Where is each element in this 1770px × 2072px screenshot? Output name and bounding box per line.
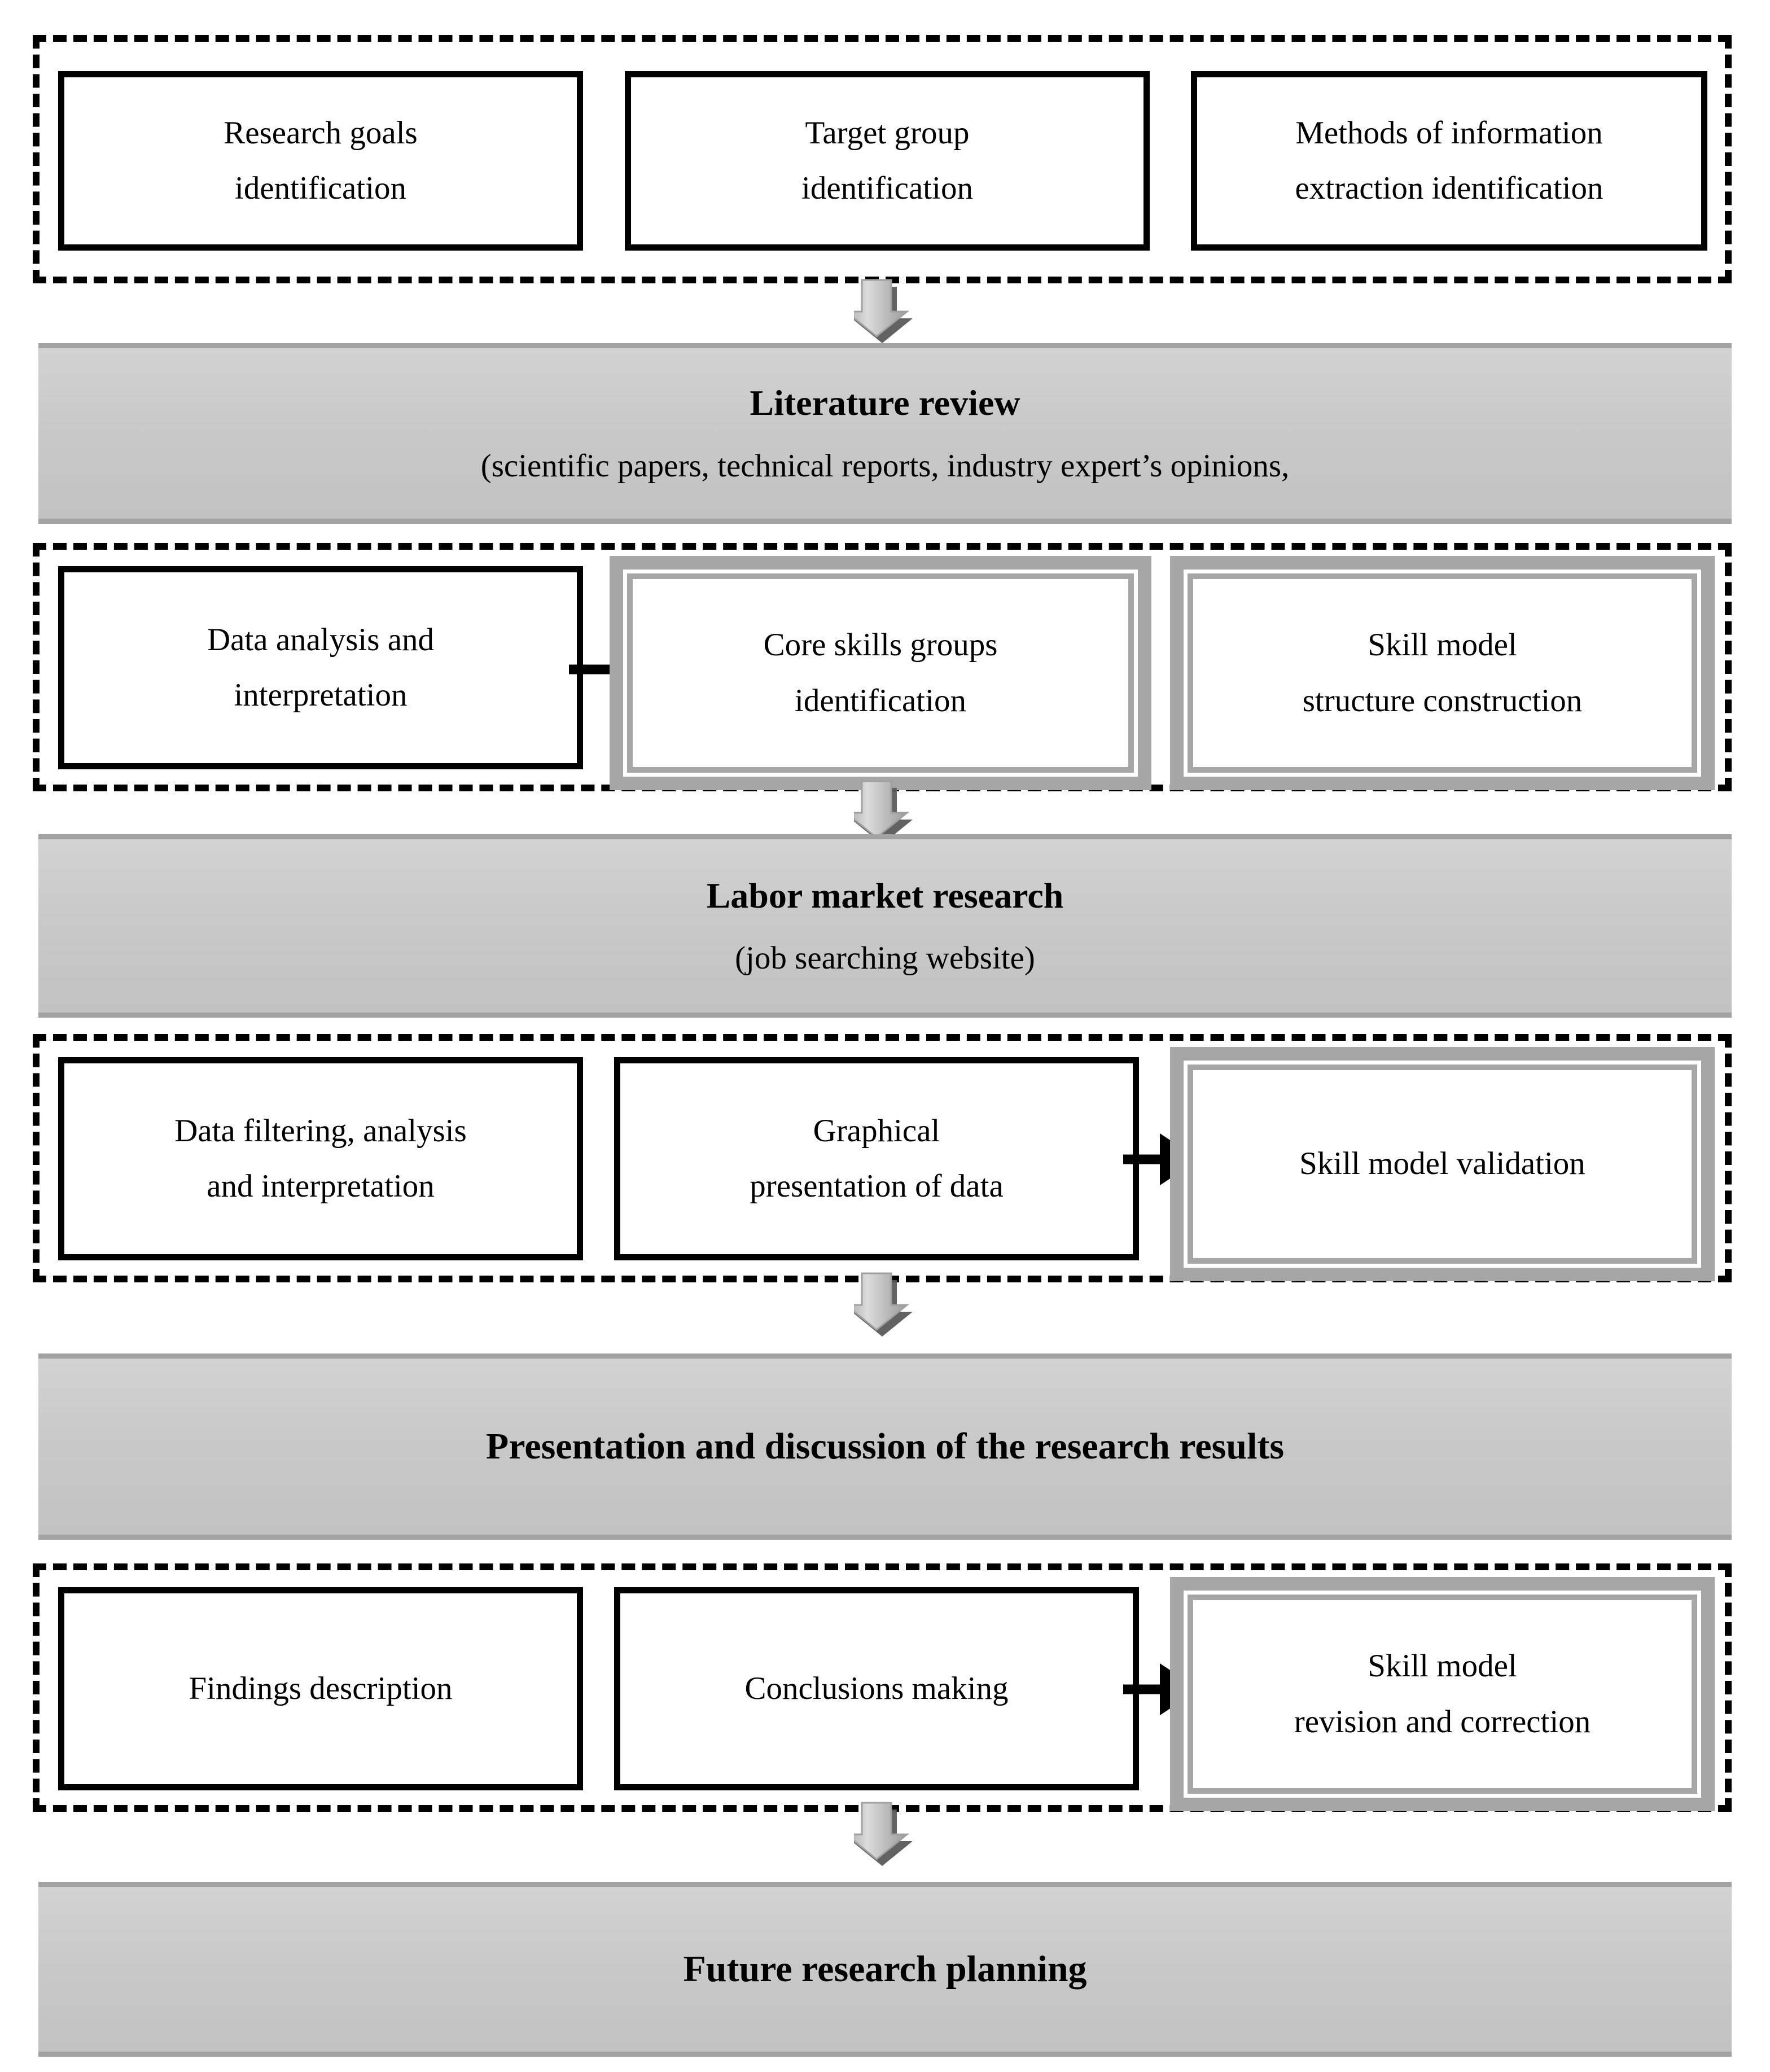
down-arrow-4 — [843, 1801, 914, 1866]
down-arrow-icon — [843, 1802, 913, 1866]
box-line-1: Skill model — [1368, 627, 1517, 663]
box-line-2: identification — [235, 170, 406, 206]
box-line-2: and interpretation — [207, 1168, 435, 1204]
box-findings-description[interactable]: Findings description — [58, 1587, 583, 1790]
box-skill-model-validation[interactable]: Skill model validation — [1170, 1047, 1715, 1281]
box-line-1: Graphical — [813, 1112, 940, 1149]
down-arrow-1 — [843, 278, 914, 343]
box-line-2: identification — [795, 682, 966, 719]
box-line-1: Conclusions making — [744, 1670, 1009, 1706]
down-arrow-icon — [843, 1272, 913, 1337]
box-methods-of-information-extraction-identification[interactable]: Methods of information extraction identi… — [1191, 71, 1707, 251]
down-arrow-icon — [843, 780, 913, 844]
box-inner: Skill model validation — [1188, 1065, 1697, 1264]
box-line-2: structure construction — [1302, 682, 1583, 719]
box-line-1: Target group — [805, 115, 970, 151]
band-title: Presentation and discussion of the resea… — [485, 1426, 1285, 1468]
box-line-2: revision and correction — [1294, 1703, 1591, 1740]
box-data-analysis-and-interpretation[interactable]: Data analysis and interpretation — [58, 566, 583, 769]
band-literature-review: Literature review (scientific papers, te… — [38, 343, 1732, 524]
band-subtitle: (scientific papers, technical reports, i… — [480, 448, 1290, 484]
arrow-stem — [1123, 1154, 1169, 1164]
box-line-1: Methods of information — [1295, 115, 1603, 151]
box-inner: Skill model revision and correction — [1188, 1594, 1697, 1794]
arrow-stem — [569, 664, 621, 674]
box-core-skills-groups-identification[interactable]: Core skills groups identification — [610, 556, 1151, 790]
box-conclusions-making[interactable]: Conclusions making — [614, 1587, 1139, 1790]
box-line-1: Data filtering, analysis — [174, 1112, 467, 1149]
band-subtitle: (job searching website) — [735, 940, 1035, 976]
box-target-group-identification[interactable]: Target group identification — [625, 71, 1150, 251]
box-line-1: Data analysis and — [207, 621, 435, 658]
box-line-2: extraction identification — [1295, 170, 1603, 206]
box-line-1: Research goals — [224, 115, 418, 151]
down-arrow-3 — [843, 1271, 914, 1337]
box-line-1: Findings description — [189, 1670, 453, 1706]
band-presentation-discussion: Presentation and discussion of the resea… — [38, 1353, 1732, 1540]
down-arrow-icon — [843, 279, 913, 343]
band-title: Future research planning — [683, 1948, 1087, 1990]
band-future-research-planning: Future research planning — [38, 1882, 1732, 2057]
box-research-goals-identification[interactable]: Research goals identification — [58, 71, 583, 251]
box-skill-model-revision-and-correction[interactable]: Skill model revision and correction — [1170, 1577, 1715, 1811]
box-line-2: identification — [801, 170, 973, 206]
box-line-2: interpretation — [234, 677, 408, 713]
box-inner: Core skills groups identification — [627, 573, 1134, 773]
band-labor-market-research: Labor market research (job searching web… — [38, 834, 1732, 1018]
box-line-1: Skill model validation — [1299, 1146, 1585, 1182]
box-line-2: presentation of data — [750, 1168, 1004, 1204]
box-inner: Skill model structure construction — [1188, 573, 1697, 773]
box-data-filtering-analysis-and-interpretation[interactable]: Data filtering, analysis and interpretat… — [58, 1057, 583, 1260]
band-title: Literature review — [750, 383, 1020, 423]
box-skill-model-structure-construction[interactable]: Skill model structure construction — [1170, 556, 1715, 790]
box-line-1: Skill model — [1368, 1648, 1517, 1684]
box-graphical-presentation-of-data[interactable]: Graphical presentation of data — [614, 1057, 1139, 1260]
down-arrow-2 — [843, 779, 914, 844]
band-title: Labor market research — [706, 875, 1064, 915]
box-line-1: Core skills groups — [763, 627, 998, 663]
arrow-stem — [1123, 1684, 1169, 1694]
